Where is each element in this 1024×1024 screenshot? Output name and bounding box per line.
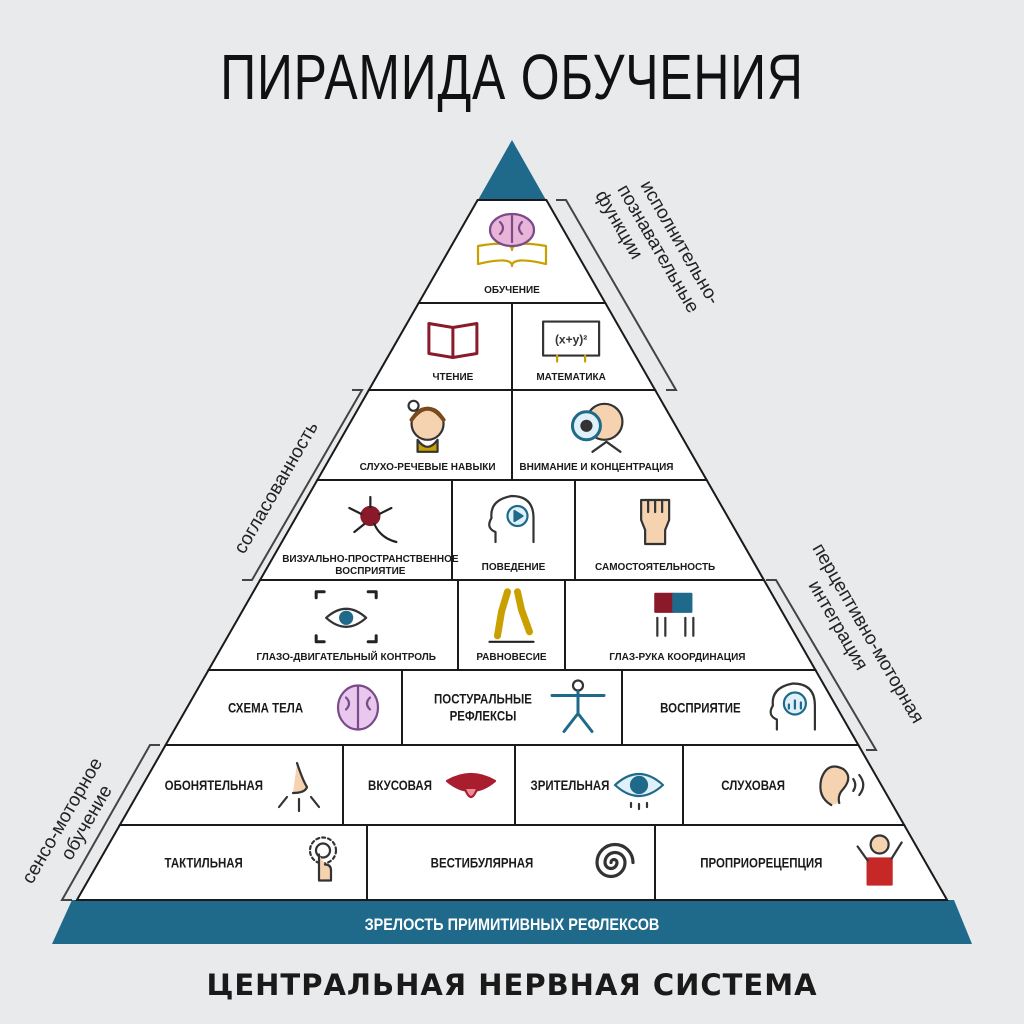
stretching-figure-icon [550, 679, 606, 733]
side-label-executive: исполнительно- познавательные функции [591, 177, 724, 317]
cell-label: ПОСТУРАЛЬНЫЕ [434, 690, 532, 706]
cell-label: СХЕМА ТЕЛА [228, 699, 303, 715]
cell-label: МАТЕМАТИКА [536, 372, 606, 383]
pyramid-cell: ПОВЕДЕНИЕ [482, 494, 546, 573]
pyramid-row [75, 824, 949, 901]
puzzle-hands-icon [654, 592, 695, 637]
pyramid-cell: ЧТЕНИЕ [427, 322, 479, 383]
cell-label: ВИЗУАЛЬНО-ПРОСТРАНСТВЕННОЕ [282, 554, 459, 565]
speaking-head-icon [407, 399, 446, 453]
pyramid-cell: ПРОПРИОРЕЦЕПЦИЯ [700, 834, 903, 886]
pyramid-cell: ОБУЧЕНИЕ [476, 212, 548, 296]
pyramid-cell: СЛУХОВАЯ [721, 765, 865, 807]
pyramid-cell: (x+y)² МАТЕМАТИКА [536, 320, 606, 383]
pyramid-cell: ВНИМАНИЕ И КОНЦЕНТРАЦИЯ [519, 402, 673, 473]
cell-label: ВЕСТИБУЛЯРНАЯ [431, 854, 534, 870]
cell-label: ВНИМАНИЕ И КОНЦЕНТРАЦИЯ [519, 462, 673, 473]
magnifier-person-icon [570, 402, 624, 453]
person-balance-icon [856, 834, 903, 886]
pyramid-cell: СЛУХО-РЕЧЕВЫЕ НАВЫКИ [360, 399, 496, 473]
pyramid-cell: ВОСПРИЯТИЕ [660, 682, 816, 731]
pyramid-cell: ОБОНЯТЕЛЬНАЯ [165, 761, 321, 813]
bracket-coordination [242, 389, 364, 581]
neuron-icon [348, 495, 398, 544]
base-label: ЗРЕЛОСТЬ ПРИМИТИВНЫХ РЕФЛЕКСОВ [365, 916, 660, 934]
spiral-icon [595, 842, 635, 879]
cell-label: ЗРИТЕЛЬНАЯ [531, 777, 610, 793]
head-gear-icon [488, 494, 535, 544]
brain-book-icon [476, 212, 548, 268]
pyramid-cell: ВКУСОВАЯ [368, 772, 497, 799]
cell-label: ОБУЧЕНИЕ [484, 285, 540, 296]
book-icon [427, 322, 479, 360]
bracket-sensomotor [60, 744, 160, 901]
pyramid-cell: РАВНОВЕСИЕ [476, 588, 547, 663]
head-chart-icon [769, 682, 816, 731]
pyramid-cell: СХЕМА ТЕЛА [228, 684, 380, 731]
cell-label: САМОСТОЯТЕЛЬНОСТЬ [595, 562, 715, 573]
raised-fist-icon [640, 498, 671, 546]
nose-icon [277, 761, 321, 813]
formula-board-icon: (x+y)² [542, 320, 601, 363]
ear-icon [819, 765, 865, 807]
cell-label: ОБОНЯТЕЛЬНАЯ [165, 777, 263, 793]
cell-label: ЧТЕНИЕ [432, 372, 473, 383]
pyramid-cell: ВЕСТИБУЛЯРНАЯ [431, 842, 635, 879]
svg-text:(x+y)²: (x+y)² [555, 333, 587, 347]
brain-icon [336, 684, 380, 731]
cell-label: РАВНОВЕСИЕ [476, 652, 547, 663]
cell-label-line2: ВОСПРИЯТИЕ [335, 566, 406, 577]
pyramid-cell: ГЛАЗО-ДВИГАТЕЛЬНЫЙ КОНТРОЛЬ [256, 590, 436, 663]
footer-caption: ЦЕНТРАЛЬНАЯ НЕРВНАЯ СИСТЕМА [206, 968, 818, 1002]
bracket-executive [556, 199, 678, 391]
pyramid-cell: ТАКТИЛЬНАЯ [165, 836, 338, 882]
cell-label: ПОВЕДЕНИЕ [482, 562, 546, 573]
cell-label: ТАКТИЛЬНАЯ [165, 854, 243, 870]
cell-label: СЛУХОВАЯ [721, 777, 785, 793]
cell-label: ПРОПРИОРЕЦЕПЦИЯ [700, 854, 822, 870]
cell-label: ВОСПРИЯТИЕ [660, 699, 741, 715]
cell-label: ВКУСОВАЯ [368, 777, 432, 793]
pyramid-apex [478, 140, 546, 200]
touch-finger-icon [308, 836, 338, 882]
eye-focus-icon [314, 590, 378, 644]
bracket-perceptual [766, 579, 878, 751]
cell-label-line2: РЕФЛЕКСЫ [450, 707, 517, 723]
page-title: ПИРАМИДА ОБУЧЕНИЯ [220, 41, 804, 113]
mouth-tongue-icon [445, 772, 497, 799]
cell-label: ГЛАЗО-ДВИГАТЕЛЬНЫЙ КОНТРОЛЬ [256, 650, 436, 663]
base-band [52, 900, 972, 944]
eye-icon [613, 772, 665, 811]
pyramid-cell: САМОСТОЯТЕЛЬНОСТЬ [595, 498, 715, 573]
pyramid-cell: ГЛАЗ-РУКА КООРДИНАЦИЯ [609, 592, 745, 663]
cell-label: ГЛАЗ-РУКА КООРДИНАЦИЯ [609, 652, 745, 663]
cell-label: СЛУХО-РЕЧЕВЫЕ НАВЫКИ [360, 462, 496, 473]
pyramid-cell: ЗРИТЕЛЬНАЯ [531, 772, 665, 811]
balancing-legs-icon [488, 588, 535, 643]
